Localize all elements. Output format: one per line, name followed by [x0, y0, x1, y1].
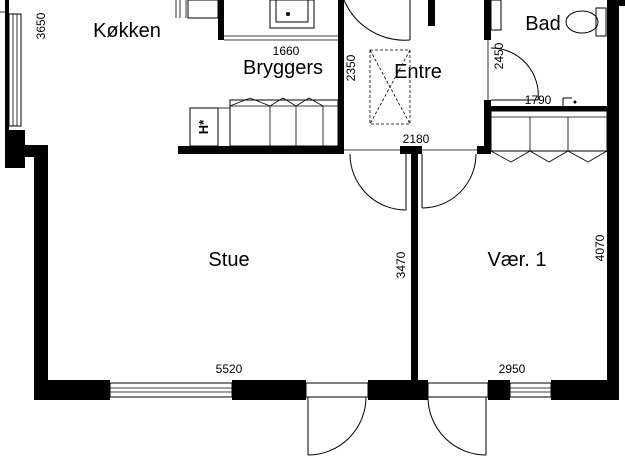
dim-utility-depth: 2350 — [344, 54, 358, 81]
room-label-kitchen: Køkken — [93, 20, 161, 42]
heat-unit-label: H* — [196, 119, 211, 134]
bottom-wall-5 — [551, 380, 611, 400]
bedroom-window — [509, 382, 552, 398]
bath-left-wall-top — [484, 0, 491, 40]
bottom-wall-2 — [232, 380, 306, 400]
bottom-wall-1 — [34, 380, 110, 400]
dim-living-width: 5520 — [216, 362, 243, 376]
entrance-right-stub — [428, 0, 435, 26]
room-label-bedroom: Vær. 1 — [488, 249, 547, 271]
bottom-wall-3 — [368, 380, 428, 400]
room-label-entrance: Entre — [394, 61, 442, 83]
bedroom-wardrobe — [490, 110, 608, 152]
kitchen-wall-jog — [5, 130, 25, 168]
kitchen-left-wall — [5, 0, 9, 168]
fixtures — [0, 0, 608, 163]
utility-entrance-wall — [338, 0, 344, 154]
room-labels: Køkken Bryggers Entre Bad Stue Vær. 1 — [93, 13, 561, 271]
windows — [8, 13, 552, 398]
dim-utility-width: 1660 — [273, 44, 300, 58]
bath-left-wall-bottom — [484, 100, 491, 154]
bath-bottom-wall — [491, 106, 607, 111]
attic-hatch — [369, 49, 411, 125]
dimension-labels: 3650 1660 2350 2450 1790 2180 3470 4070 … — [34, 12, 607, 376]
dim-entrance-width: 2180 — [403, 132, 430, 146]
terrace-door-frame-2 — [427, 382, 489, 398]
living-left-wall — [34, 150, 48, 400]
toilet-bowl — [565, 10, 599, 34]
living-window — [109, 382, 233, 398]
kitchen-window — [8, 13, 22, 127]
room-label-utility: Bryggers — [243, 57, 323, 79]
living-bedroom-wall — [411, 146, 418, 390]
toilet-tank — [595, 7, 607, 37]
terrace-door-frame-1 — [305, 382, 369, 398]
dim-bath-height: 2450 — [492, 42, 506, 69]
bottom-wall-4 — [488, 380, 510, 400]
kitchen-utility-wall-top — [218, 0, 224, 40]
doors — [175, 0, 539, 456]
utility-sink — [269, 0, 315, 29]
utility-cabinets — [229, 99, 339, 147]
dim-living-depth: 3470 — [394, 251, 408, 278]
dim-bath-width: 1790 — [525, 93, 552, 107]
heat-unit-box — [189, 107, 219, 147]
dim-bedroom-width: 2950 — [499, 362, 526, 376]
dim-kitchen-height: 3650 — [34, 12, 48, 39]
utility-bottom-wall — [178, 146, 344, 154]
room-label-bathroom: Bad — [525, 13, 561, 35]
kitchen-appliance — [187, 0, 219, 19]
room-label-living: Stue — [208, 249, 249, 271]
dim-bedroom-depth: 4070 — [593, 234, 607, 261]
right-outer-wall — [607, 0, 619, 400]
walls — [5, 0, 625, 400]
top-right-stub — [607, 0, 625, 6]
